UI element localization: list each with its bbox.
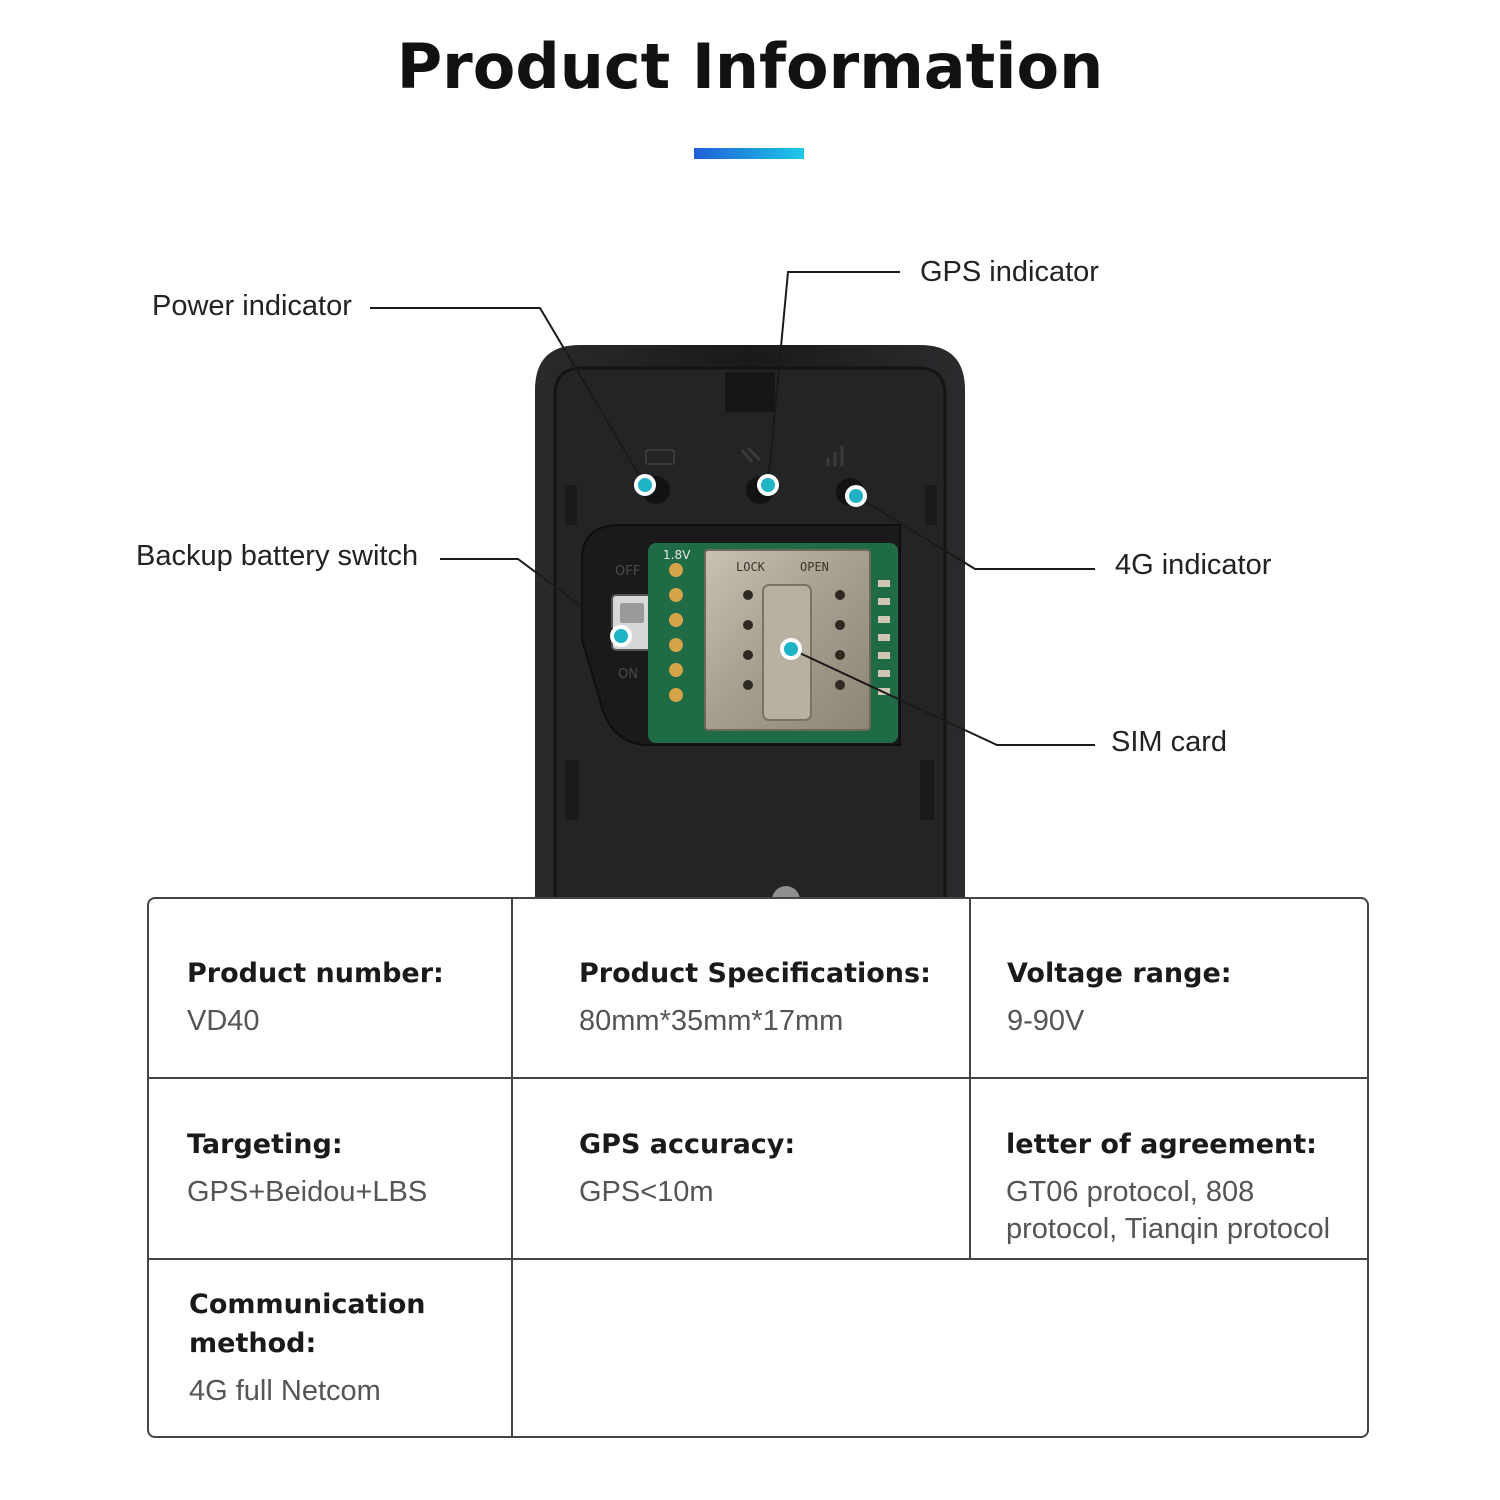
specs-column-divider [511, 899, 513, 1436]
spec-value: 4G full Netcom [189, 1375, 381, 1407]
battery-emboss-icon [645, 449, 675, 465]
spec-label: letter of agreement: [1006, 1129, 1317, 1160]
spec-letter-of-agreement: letter of agreement: GT06 protocol, 808 … [1006, 1125, 1366, 1248]
gps-indicator-leader-line [767, 271, 900, 486]
power-indicator-label: Power indicator [152, 290, 352, 322]
spec-value: GPS<10m [579, 1176, 714, 1208]
spec-product-specifications: Product Specifications: 80mm*35mm*17mm [579, 954, 959, 1040]
sim-card-leader-line [790, 648, 1095, 746]
spec-label: Communication method: [189, 1289, 426, 1359]
specs-row-divider [149, 1077, 1367, 1079]
specs-column-divider [969, 899, 971, 1260]
power-indicator-leader-line [370, 307, 646, 486]
power-indicator-marker [634, 474, 656, 496]
backup-battery-switch-leader-line [440, 558, 622, 637]
sim-open-text: OPEN [800, 560, 829, 574]
sim-card-label: SIM card [1111, 726, 1228, 758]
4g-indicator-marker [845, 485, 867, 507]
spec-voltage-range: Voltage range: 9-90V [1007, 954, 1357, 1040]
4g-indicator-label: 4G indicator [1115, 549, 1272, 581]
spec-label: Product Specifications: [579, 958, 931, 989]
spec-label: Voltage range: [1007, 958, 1232, 989]
pcb-pads [669, 563, 683, 702]
4g-indicator-leader-line [855, 495, 1095, 570]
pcb-voltage-text: 1.8V [663, 548, 691, 562]
spec-value: GT06 protocol, 808 protocol, Tianqin pro… [1006, 1176, 1331, 1245]
switch-knob [620, 603, 644, 623]
specs-table: Product number: VD40 Product Specificati… [147, 897, 1369, 1438]
spec-communication-method: Communication method: 4G full Netcom [189, 1285, 499, 1410]
device-side-ridge [565, 760, 579, 820]
device-side-ridge [920, 760, 934, 820]
spec-label: Targeting: [187, 1129, 343, 1160]
switch-off-text: OFF [615, 564, 640, 579]
gps-emboss-icon [740, 446, 762, 463]
spec-targeting: Targeting: GPS+Beidou+LBS [187, 1125, 497, 1211]
backup-battery-switch-marker [610, 625, 632, 647]
title-underline-accent [694, 148, 804, 159]
sim-card-marker [780, 638, 802, 660]
spec-value: GPS+Beidou+LBS [187, 1176, 428, 1208]
gps-indicator-marker [757, 474, 779, 496]
specs-row-divider [149, 1258, 1367, 1260]
spec-label: Product number: [187, 958, 444, 989]
spec-label: GPS accuracy: [579, 1129, 796, 1160]
switch-on-text: ON [618, 667, 638, 682]
device-side-ridge [565, 485, 577, 525]
signal-emboss-icon [826, 446, 844, 466]
sim-contacts [743, 590, 845, 690]
sim-lock-text: LOCK [736, 560, 766, 574]
spec-value: 80mm*35mm*17mm [579, 1005, 844, 1037]
gps-indicator-label: GPS indicator [920, 256, 1099, 288]
spec-value: 9-90V [1007, 1005, 1085, 1037]
spec-product-number: Product number: VD40 [187, 954, 497, 1040]
spec-value: VD40 [187, 1005, 260, 1037]
device-side-ridge [925, 485, 937, 525]
page-title: Product Information [396, 30, 1104, 103]
backup-battery-switch-label: Backup battery switch [136, 540, 419, 572]
device-top-notch [725, 372, 775, 412]
spec-gps-accuracy: GPS accuracy: GPS<10m [579, 1125, 959, 1211]
